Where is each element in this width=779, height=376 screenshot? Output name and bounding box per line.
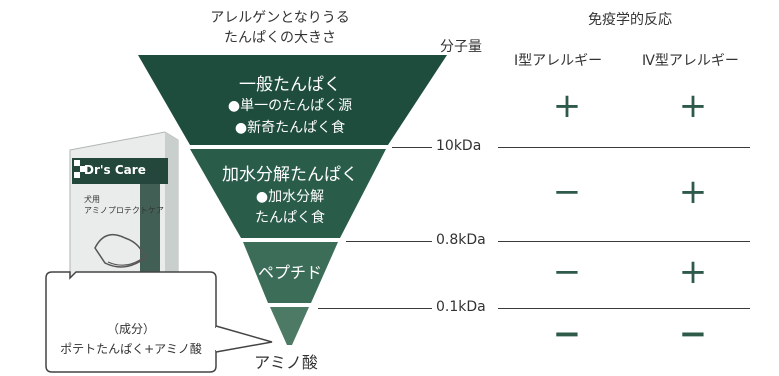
tier1-type1-plus: + (552, 86, 582, 126)
tier4-type4-minus: − (678, 314, 708, 354)
allergen-title-line1: アレルゲンとなりうる (210, 10, 350, 26)
tier2-type4-plus: + (678, 172, 708, 212)
threshold-01kda-label: 0.1kDa (436, 299, 486, 315)
threshold-line-10kda-left (392, 147, 432, 148)
product-bag-image (69, 131, 179, 319)
threshold-line-10kda-right (498, 147, 750, 148)
tier3-type4-plus: + (678, 252, 708, 292)
callout-pointer (215, 325, 273, 353)
threshold-line-01kda-right (498, 308, 750, 309)
tier4-title: アミノ酸 (254, 353, 318, 372)
callout-line1: （成分） (106, 322, 155, 336)
type1-allergy-label: Ⅰ型アレルギー (514, 53, 603, 69)
type4-allergy-label: Ⅳ型アレルギー (642, 53, 739, 69)
molecular-weight-label: 分子量 (440, 39, 482, 55)
product-sub-label: 犬用 (84, 195, 100, 204)
tier2-type1-minus: − (552, 172, 582, 212)
tier2-line2: たんぱく食 (255, 210, 325, 226)
tier1-type4-plus: + (678, 86, 708, 126)
threshold-line-08kda-left (346, 241, 432, 242)
threshold-10kda-label: 10kDa (436, 138, 482, 154)
tier-general-protein (138, 55, 447, 145)
threshold-08kda-label: 0.8kDa (436, 232, 486, 248)
tier1-line2: ●新奇たんぱく食 (234, 120, 346, 136)
tier-amino-acid (270, 307, 309, 345)
threshold-line-01kda-left (318, 308, 432, 309)
threshold-line-08kda-right (498, 241, 750, 242)
product-name: アミノプロテクトケア (84, 206, 164, 215)
tier-hydrolyzed-protein (190, 149, 386, 238)
product-callout-box (45, 271, 217, 373)
tier1-title: 一般たんぱく (239, 75, 341, 95)
product-brand: Dr's Care (84, 163, 146, 177)
tier3-type1-minus: − (552, 252, 582, 292)
tier2-title: 加水分解たんぱく (222, 165, 358, 185)
allergen-title-line2: たんぱくの大きさ (224, 30, 336, 46)
tier3-title: ペプチド (257, 263, 322, 282)
tier2-line1: ●加水分解 (255, 189, 325, 205)
tier4-type1-minus: − (552, 314, 582, 354)
tier1-line1: ●単一のたんぱく源 (227, 98, 353, 114)
callout-line2: ポテトたんぱく+アミノ酸 (60, 342, 202, 356)
tier-peptide (243, 242, 338, 303)
allergen-size-title: アレルゲンとなりうる たんぱくの大きさ (200, 8, 360, 48)
immune-response-label: 免疫学的反応 (588, 12, 672, 28)
